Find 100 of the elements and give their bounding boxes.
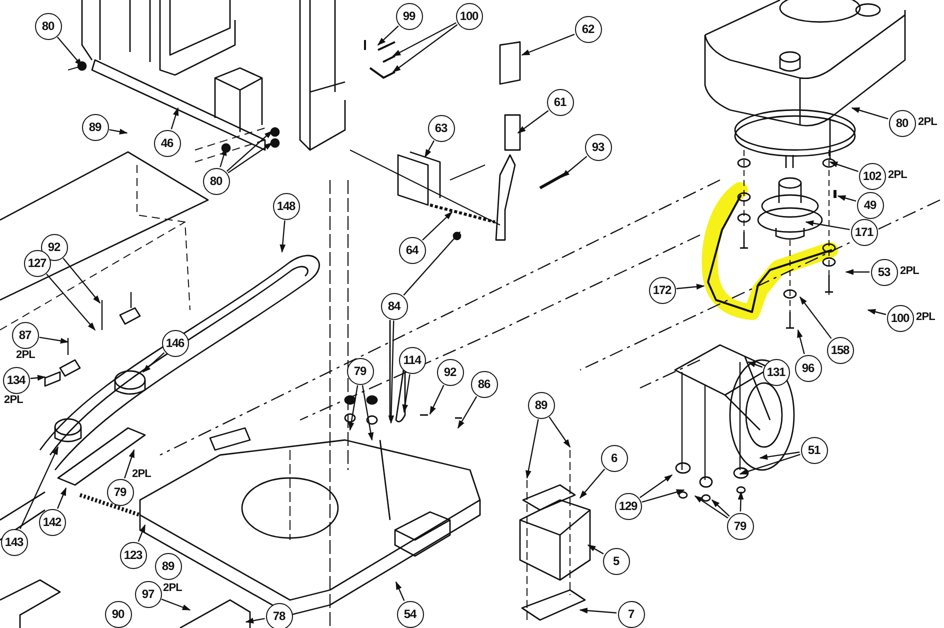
leader-line: [138, 524, 146, 542]
callout-number: 5: [602, 548, 630, 574]
quantity-note: 2PL: [900, 265, 919, 277]
callout-number: 54: [396, 600, 424, 628]
leader-line: [30, 374, 46, 381]
callout-number: 146: [162, 330, 188, 356]
quantity-note: 2PL: [4, 394, 23, 406]
callout-number: 80: [34, 12, 62, 40]
callout-number: 63: [428, 114, 454, 142]
callout-number: 148: [272, 192, 300, 220]
quantity-note: 2PL: [888, 169, 907, 181]
leader-line: [526, 419, 539, 479]
leader-line: [161, 598, 191, 611]
leader-line: [640, 474, 673, 498]
callout-number: 84: [380, 292, 408, 320]
callout-number: 80: [888, 110, 916, 136]
leader-line: [587, 544, 604, 554]
leader-line: [579, 468, 606, 499]
callout-number: 6: [600, 444, 628, 472]
leader-line: [759, 452, 800, 460]
leader-line: [579, 608, 617, 614]
leader-line: [548, 416, 570, 448]
callout-number: 142: [38, 508, 66, 536]
leader-line: [521, 34, 575, 56]
leader-line: [395, 581, 405, 601]
callout-number: 100: [886, 304, 914, 332]
callout-number: 143: [0, 528, 28, 556]
leader-line: [56, 487, 67, 509]
leader-line: [226, 130, 273, 172]
quantity-note: 2PL: [16, 349, 35, 361]
leader-line: [845, 269, 870, 275]
leader-line: [170, 107, 179, 130]
callout-number: 89: [154, 552, 182, 580]
callout-number: 158: [826, 336, 854, 364]
leader-line: [348, 385, 358, 431]
leader-line: [280, 220, 286, 253]
callout-number: 171: [850, 218, 878, 246]
leader-line: [56, 36, 83, 67]
leader-line: [142, 352, 165, 373]
callout-number: 78: [266, 602, 292, 628]
callout-number: 89: [528, 392, 554, 418]
leader-line: [738, 491, 744, 512]
leader-line: [800, 296, 832, 339]
leader-line: [422, 211, 453, 240]
leader-line: [424, 140, 435, 158]
callout-number: 134: [2, 366, 30, 394]
callout-number: 62: [574, 16, 602, 42]
callout-number: 99: [396, 2, 422, 30]
leader-line: [362, 385, 374, 441]
callout-number: 46: [154, 130, 180, 156]
callout-number: 49: [856, 192, 884, 218]
quantity-note: 2PL: [918, 116, 937, 128]
leader-line: [228, 142, 273, 174]
leader-line: [694, 496, 728, 518]
leader-line: [517, 110, 549, 134]
callout-number: 79: [726, 512, 754, 540]
callout-number: 7: [618, 600, 644, 628]
leader-line: [403, 231, 461, 296]
callout-number: 89: [82, 114, 108, 140]
callout-number: 131: [762, 358, 790, 386]
callout-number: 80: [202, 168, 230, 194]
leader-line: [392, 24, 458, 72]
callout-number: 53: [870, 258, 898, 286]
leader-line: [46, 274, 96, 331]
callout-number: 86: [470, 370, 498, 398]
leader-line: [851, 107, 888, 120]
leader-line: [377, 25, 399, 46]
quantity-note: 2PL: [163, 582, 182, 594]
callout-number: 61: [546, 88, 574, 116]
leader-line: [429, 384, 444, 415]
leader-line: [392, 22, 456, 57]
callout-number: 97: [134, 580, 162, 608]
leader-line: [642, 489, 685, 503]
leader-line: [837, 195, 856, 202]
leader-line: [739, 454, 800, 475]
leader-line: [109, 128, 128, 134]
leader-line: [245, 618, 265, 624]
callout-number: 87: [12, 322, 38, 348]
leader-line: [561, 156, 588, 178]
callout-number: 93: [584, 134, 612, 160]
leader-line: [676, 284, 705, 290]
quantity-note: 2PL: [132, 468, 151, 480]
callout-number: 79: [106, 478, 134, 506]
leader-line: [124, 449, 135, 478]
leader-line: [867, 308, 886, 316]
callout-number: 51: [800, 436, 828, 464]
leader-line: [797, 329, 805, 354]
callout-number: 129: [614, 492, 642, 520]
callout-number: 64: [398, 236, 426, 264]
leader-line: [711, 499, 730, 517]
callout-number: 102: [858, 162, 886, 190]
leader-line: [39, 336, 69, 344]
leader-line: [805, 220, 850, 230]
callout-number: 79: [346, 358, 374, 384]
callout-number: 123: [120, 542, 146, 568]
callout-number: 172: [648, 276, 676, 304]
leader-line: [402, 374, 410, 413]
callout-number: 100: [456, 2, 482, 30]
leader-line: [829, 161, 858, 172]
leader-line: [20, 446, 59, 530]
